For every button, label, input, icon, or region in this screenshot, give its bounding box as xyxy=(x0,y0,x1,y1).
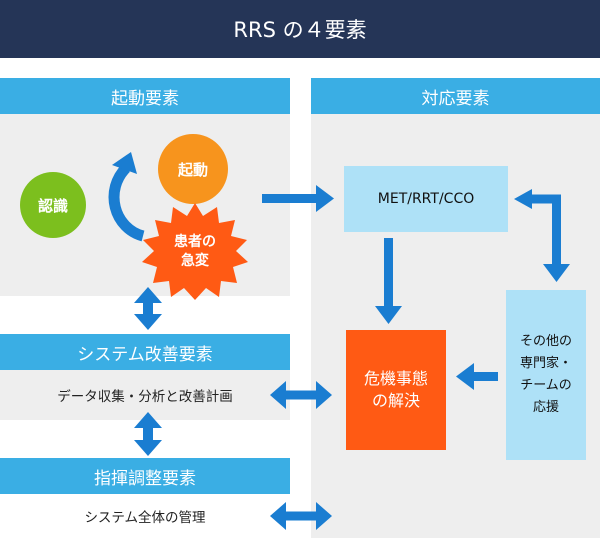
kiki-line-2: の解決 xyxy=(371,391,420,410)
taio-panel-header: 対応要素 xyxy=(311,78,600,114)
shiki-panel-header: 指揮調整要素 xyxy=(0,458,290,494)
senmon-line-1: その他の xyxy=(519,334,572,349)
ninshiki-node: 認識 xyxy=(20,172,86,238)
senmon-line-3: チームの xyxy=(520,378,572,393)
kyuhen-line-1: 患者の xyxy=(174,234,216,250)
kyuhen-label: 患者の 急変 xyxy=(160,233,230,273)
met-box: MET/RRT/CCO xyxy=(344,166,508,232)
kido-node: 起動 xyxy=(158,134,228,204)
kido-panel-header: 起動要素 xyxy=(0,78,290,114)
senmon-box: その他の 専門家・ チームの 応援 xyxy=(506,290,586,460)
shiki-panel-detail: システム全体の管理 xyxy=(0,494,290,538)
page-title: RRS の４要素 xyxy=(0,0,600,58)
senmon-line-4: 応援 xyxy=(532,400,559,415)
system-panel-detail: データ収集・分析と改善計画 xyxy=(0,370,290,420)
kyuhen-line-2: 急変 xyxy=(181,253,209,269)
kiki-line-1: 危機事態 xyxy=(363,369,428,388)
system-panel-header: システム改善要素 xyxy=(0,334,290,370)
kiki-box: 危機事態 の解決 xyxy=(346,330,446,450)
senmon-line-2: 専門家・ xyxy=(519,356,572,371)
